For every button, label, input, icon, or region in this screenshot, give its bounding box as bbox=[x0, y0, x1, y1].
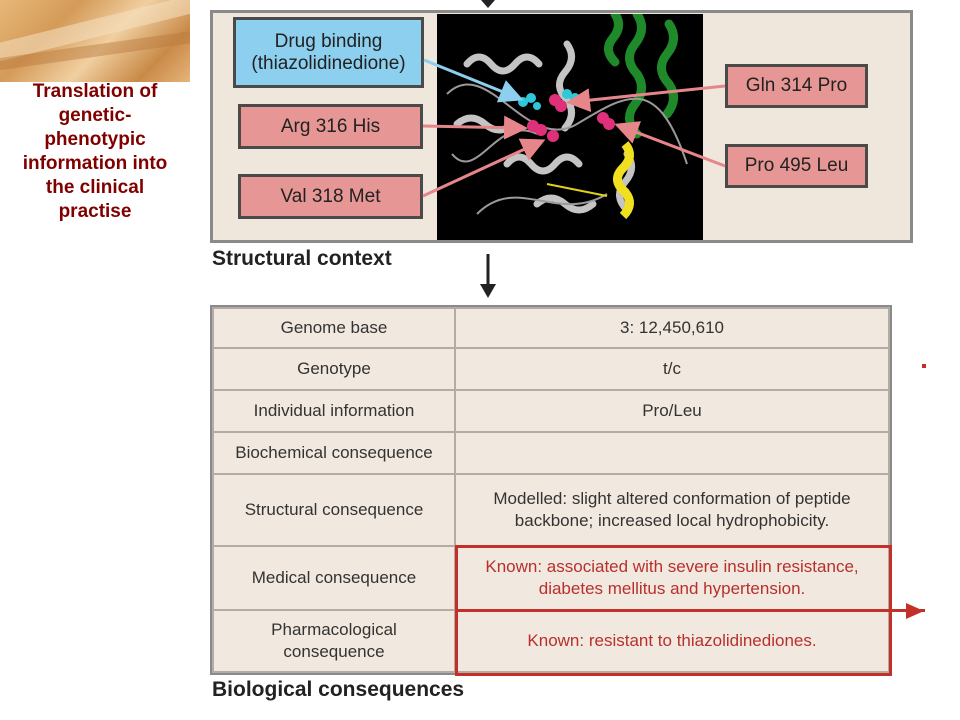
row-label: Biochemical consequence bbox=[212, 431, 456, 475]
corner-decorative-image bbox=[0, 0, 190, 82]
highlight-divider bbox=[455, 609, 925, 612]
side-title: Translation of genetic-phenotypic inform… bbox=[22, 81, 168, 222]
arg-316-his-label: Arg 316 His bbox=[238, 104, 423, 149]
gln-314-pro-label: Gln 314 Pro bbox=[725, 64, 868, 108]
top-arrow-icon bbox=[481, 0, 495, 8]
row-label: Pharmacological consequence bbox=[212, 609, 456, 673]
row-label: Genome base bbox=[212, 307, 456, 349]
right-arrow-icon bbox=[906, 603, 924, 619]
table-row: Individual information Pro/Leu bbox=[212, 389, 890, 433]
structural-context-title: Structural context bbox=[212, 247, 392, 270]
biological-consequences-title: Biological consequences bbox=[212, 678, 465, 701]
consequences-table: Genome base 3: 12,450,610 Genotype t/c I… bbox=[212, 307, 890, 673]
table-row: Structural consequence Modelled: slight … bbox=[212, 473, 890, 547]
row-value: t/c bbox=[454, 347, 890, 391]
row-label: Medical consequence bbox=[212, 545, 456, 611]
row-value: Known: associated with severe insulin re… bbox=[454, 545, 890, 611]
pro-495-leu-label: Pro 495 Leu bbox=[725, 144, 868, 188]
row-label: Genotype bbox=[212, 347, 456, 391]
row-value: Pro/Leu bbox=[454, 389, 890, 433]
drug-binding-label: Drug binding (thiazolidinedione) bbox=[233, 17, 424, 88]
val-318-met-label: Val 318 Met bbox=[238, 174, 423, 219]
row-value bbox=[454, 431, 890, 475]
table-row: Genotype t/c bbox=[212, 347, 890, 391]
table-row: Genome base 3: 12,450,610 bbox=[212, 307, 890, 349]
row-label: Individual information bbox=[212, 389, 456, 433]
table-row: Biochemical consequence bbox=[212, 431, 890, 475]
row-value: Modelled: slight altered conformation of… bbox=[454, 473, 890, 547]
table-row: Pharmacological consequence Known: resis… bbox=[212, 609, 890, 673]
small-marker bbox=[922, 364, 926, 368]
row-label: Structural consequence bbox=[212, 473, 456, 547]
val-arrow bbox=[422, 138, 546, 198]
gln-arrow bbox=[566, 84, 726, 113]
row-value: 3: 12,450,610 bbox=[454, 307, 890, 349]
row-value: Known: resistant to thiazolidinediones. bbox=[454, 609, 890, 673]
down-arrow-icon bbox=[480, 254, 496, 298]
drug-binding-arrow bbox=[423, 58, 524, 103]
pro-arrow bbox=[614, 121, 726, 168]
arg-arrow bbox=[422, 115, 528, 140]
table-row: Medical consequence Known: associated wi… bbox=[212, 545, 890, 611]
